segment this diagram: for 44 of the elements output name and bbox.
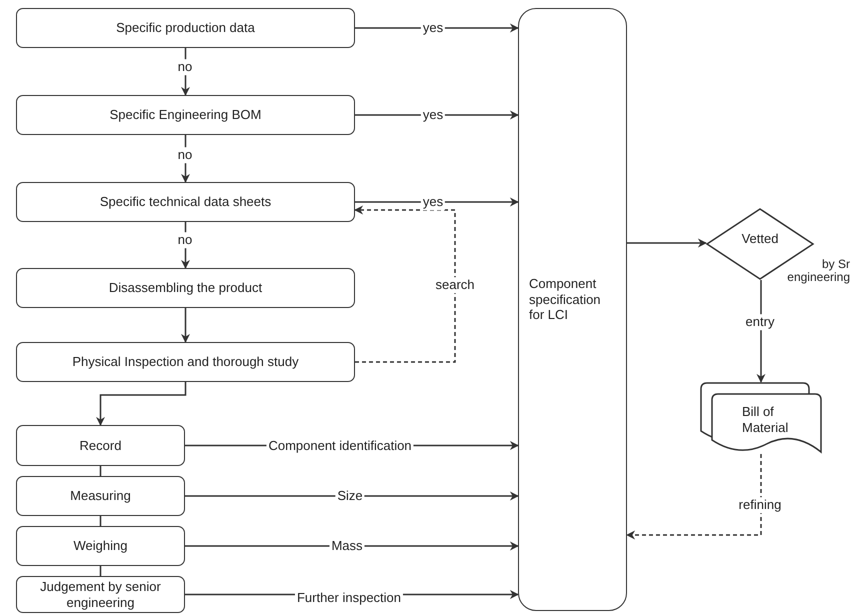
process-box — [16, 476, 185, 516]
connector-line — [100, 466, 102, 476]
arrow — [96, 382, 186, 426]
edge-label: search — [433, 277, 477, 293]
arrow — [626, 454, 762, 540]
edge-label: Further inspection — [294, 590, 404, 606]
process-box — [518, 8, 627, 611]
connector-line — [100, 566, 102, 576]
arrow — [181, 48, 190, 96]
process-box — [16, 342, 355, 382]
arrow — [181, 135, 190, 183]
node-text: Judgement by senior engineering — [39, 578, 162, 610]
edge-label: Component identification — [266, 438, 414, 454]
process-box — [16, 425, 185, 466]
node-text: Record — [80, 438, 122, 454]
edge-label: entry — [744, 314, 776, 330]
node-text: Disassembling the product — [108, 280, 262, 296]
arrow — [181, 222, 190, 269]
node-text: Specific technical data sheets — [100, 194, 272, 210]
node-text: Weighing — [74, 538, 128, 554]
arrow — [185, 542, 519, 550]
node-text: Specific Engineering BOM — [110, 107, 262, 123]
process-box — [16, 576, 185, 613]
edge-label: no — [176, 59, 194, 75]
node-text: Component specification for LCI — [529, 276, 602, 323]
process-box — [16, 526, 185, 566]
annotation-text: by Sr engineering — [786, 258, 850, 284]
arrow — [185, 492, 519, 500]
node-text: Vetted — [742, 231, 778, 247]
process-box — [16, 182, 355, 222]
edge-label: refining — [736, 497, 784, 513]
edge-label: no — [176, 147, 194, 163]
node-text: Bill of Material — [742, 404, 790, 436]
node-text: Specific production data — [116, 20, 255, 36]
arrow — [181, 308, 190, 343]
arrow — [354, 206, 456, 363]
connector-line — [100, 516, 102, 526]
process-box — [16, 8, 355, 48]
edge-label: no — [176, 232, 194, 248]
arrow — [627, 238, 707, 248]
node-text: Measuring — [70, 488, 131, 504]
process-box — [16, 95, 355, 135]
node-text: Physical Inspection and thorough study — [72, 354, 299, 370]
process-box — [16, 268, 355, 308]
